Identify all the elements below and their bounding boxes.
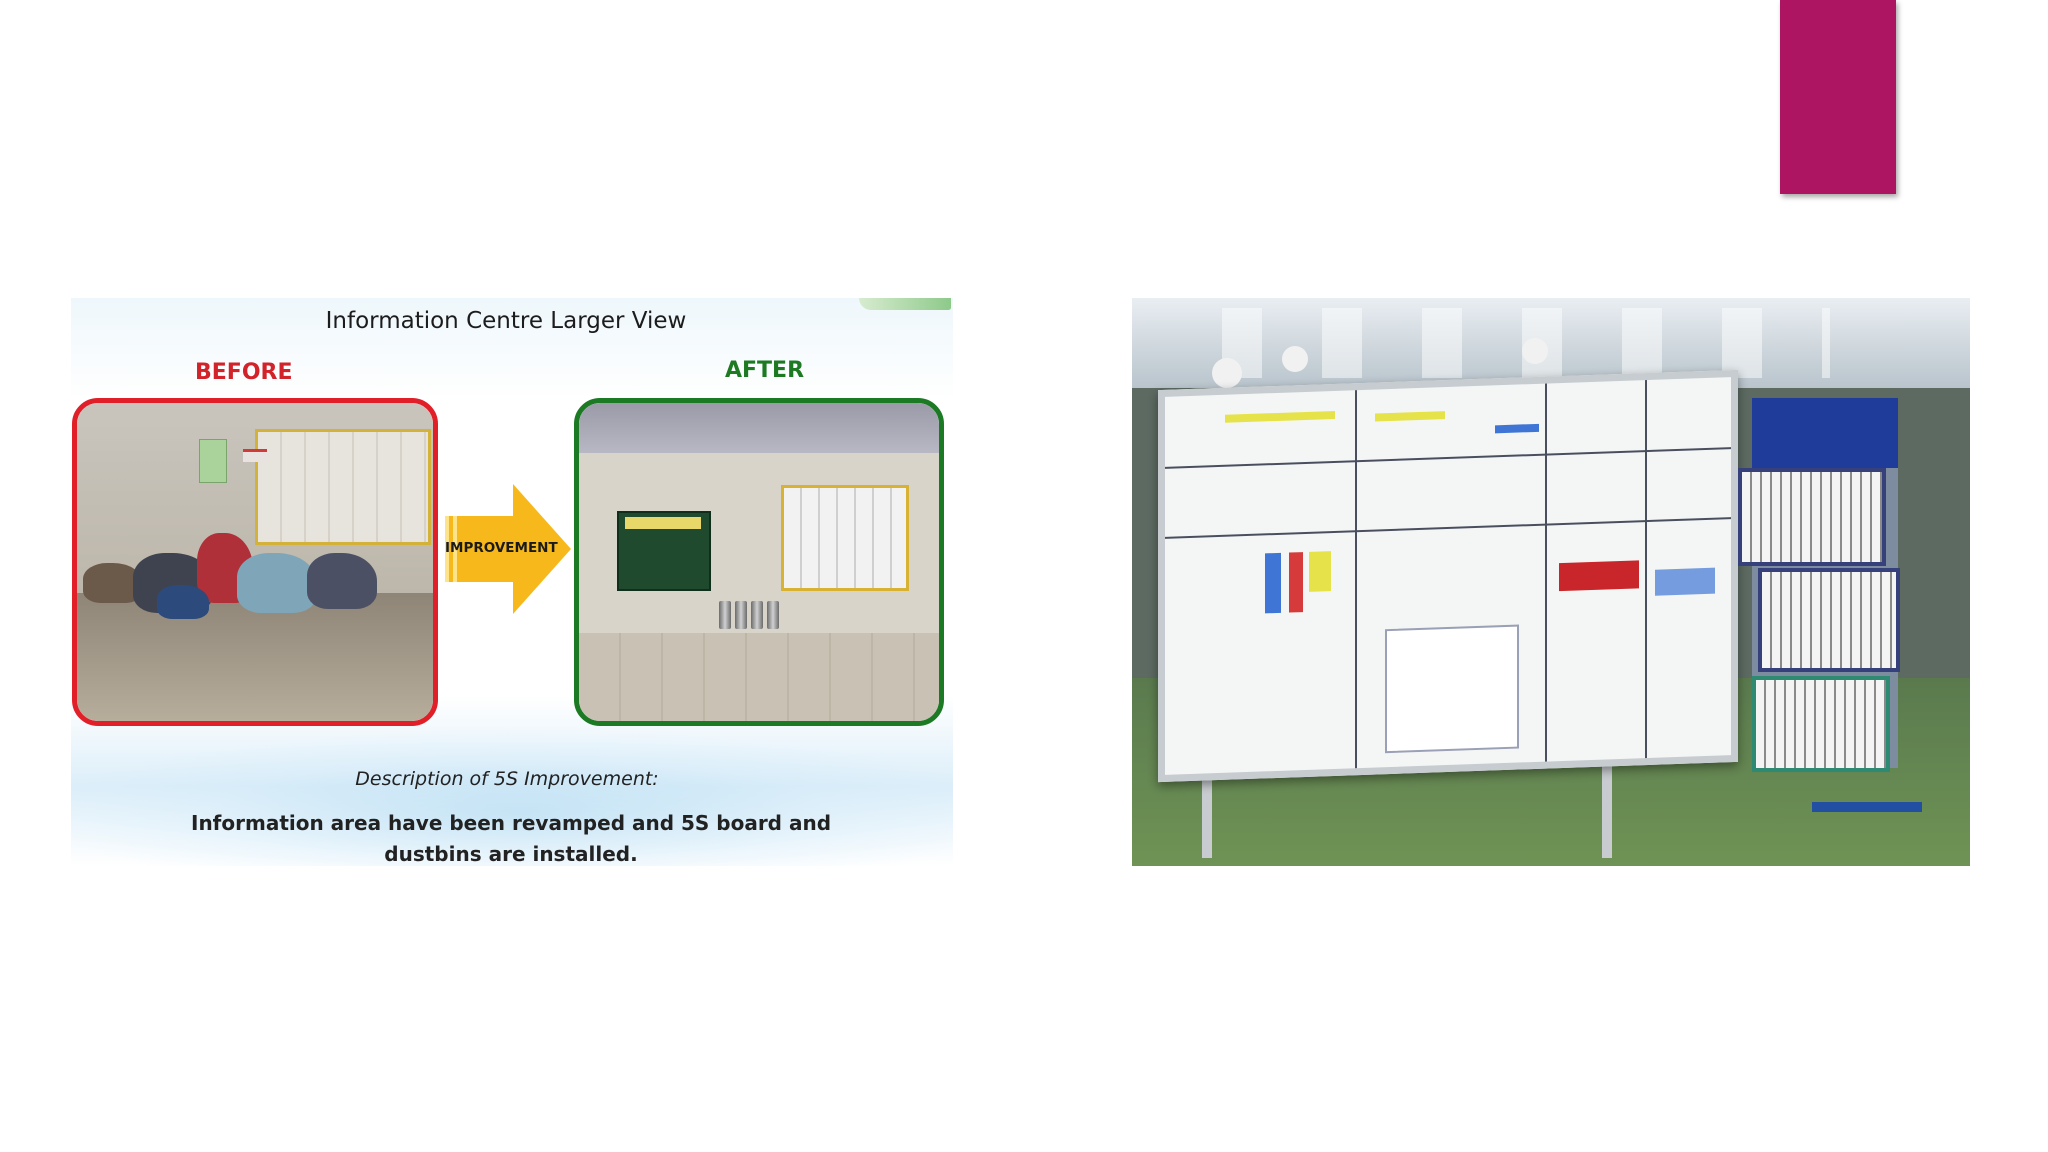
before-after-image: Information Centre Larger View BEFORE AF… <box>71 298 953 866</box>
floor-arrow <box>1812 802 1922 812</box>
clipboard <box>1752 676 1890 772</box>
before-photo <box>72 398 438 726</box>
clutter-pile <box>157 585 209 619</box>
description-text: Information area have been revamped and … <box>191 811 832 866</box>
accent-bar <box>1780 0 1896 194</box>
worker <box>1212 358 1242 388</box>
visual-management-board <box>1158 369 1738 783</box>
dustbin <box>719 601 731 629</box>
arrow-icon <box>445 484 571 614</box>
factory-board-photo <box>1132 298 1970 866</box>
red-sign <box>243 449 267 462</box>
worker <box>1282 346 1308 372</box>
dustbin <box>767 601 779 629</box>
clipboard <box>1738 468 1886 566</box>
clutter-pile <box>237 553 317 613</box>
green-notice <box>199 439 227 483</box>
blue-sign <box>1752 398 1898 468</box>
clutter-pile <box>307 553 377 609</box>
before-label: BEFORE <box>195 360 293 385</box>
5s-board <box>617 511 711 591</box>
corner-logo <box>859 298 951 310</box>
notice-papers <box>255 429 431 545</box>
notice-board <box>781 485 909 591</box>
dustbin <box>735 601 747 629</box>
description-title: Description of 5S Improvement: <box>355 768 659 790</box>
after-photo <box>574 398 944 726</box>
improvement-label: IMPROVEMENT <box>445 540 558 556</box>
background-swoosh <box>71 728 953 866</box>
dustbin <box>751 601 763 629</box>
board-leg <box>1202 738 1212 858</box>
worker <box>1522 338 1548 364</box>
image-title: Information Centre Larger View <box>325 308 687 334</box>
improvement-arrow <box>443 474 573 624</box>
after-label: AFTER <box>725 358 805 383</box>
board-leg <box>1602 738 1612 858</box>
clipboard <box>1758 568 1900 672</box>
